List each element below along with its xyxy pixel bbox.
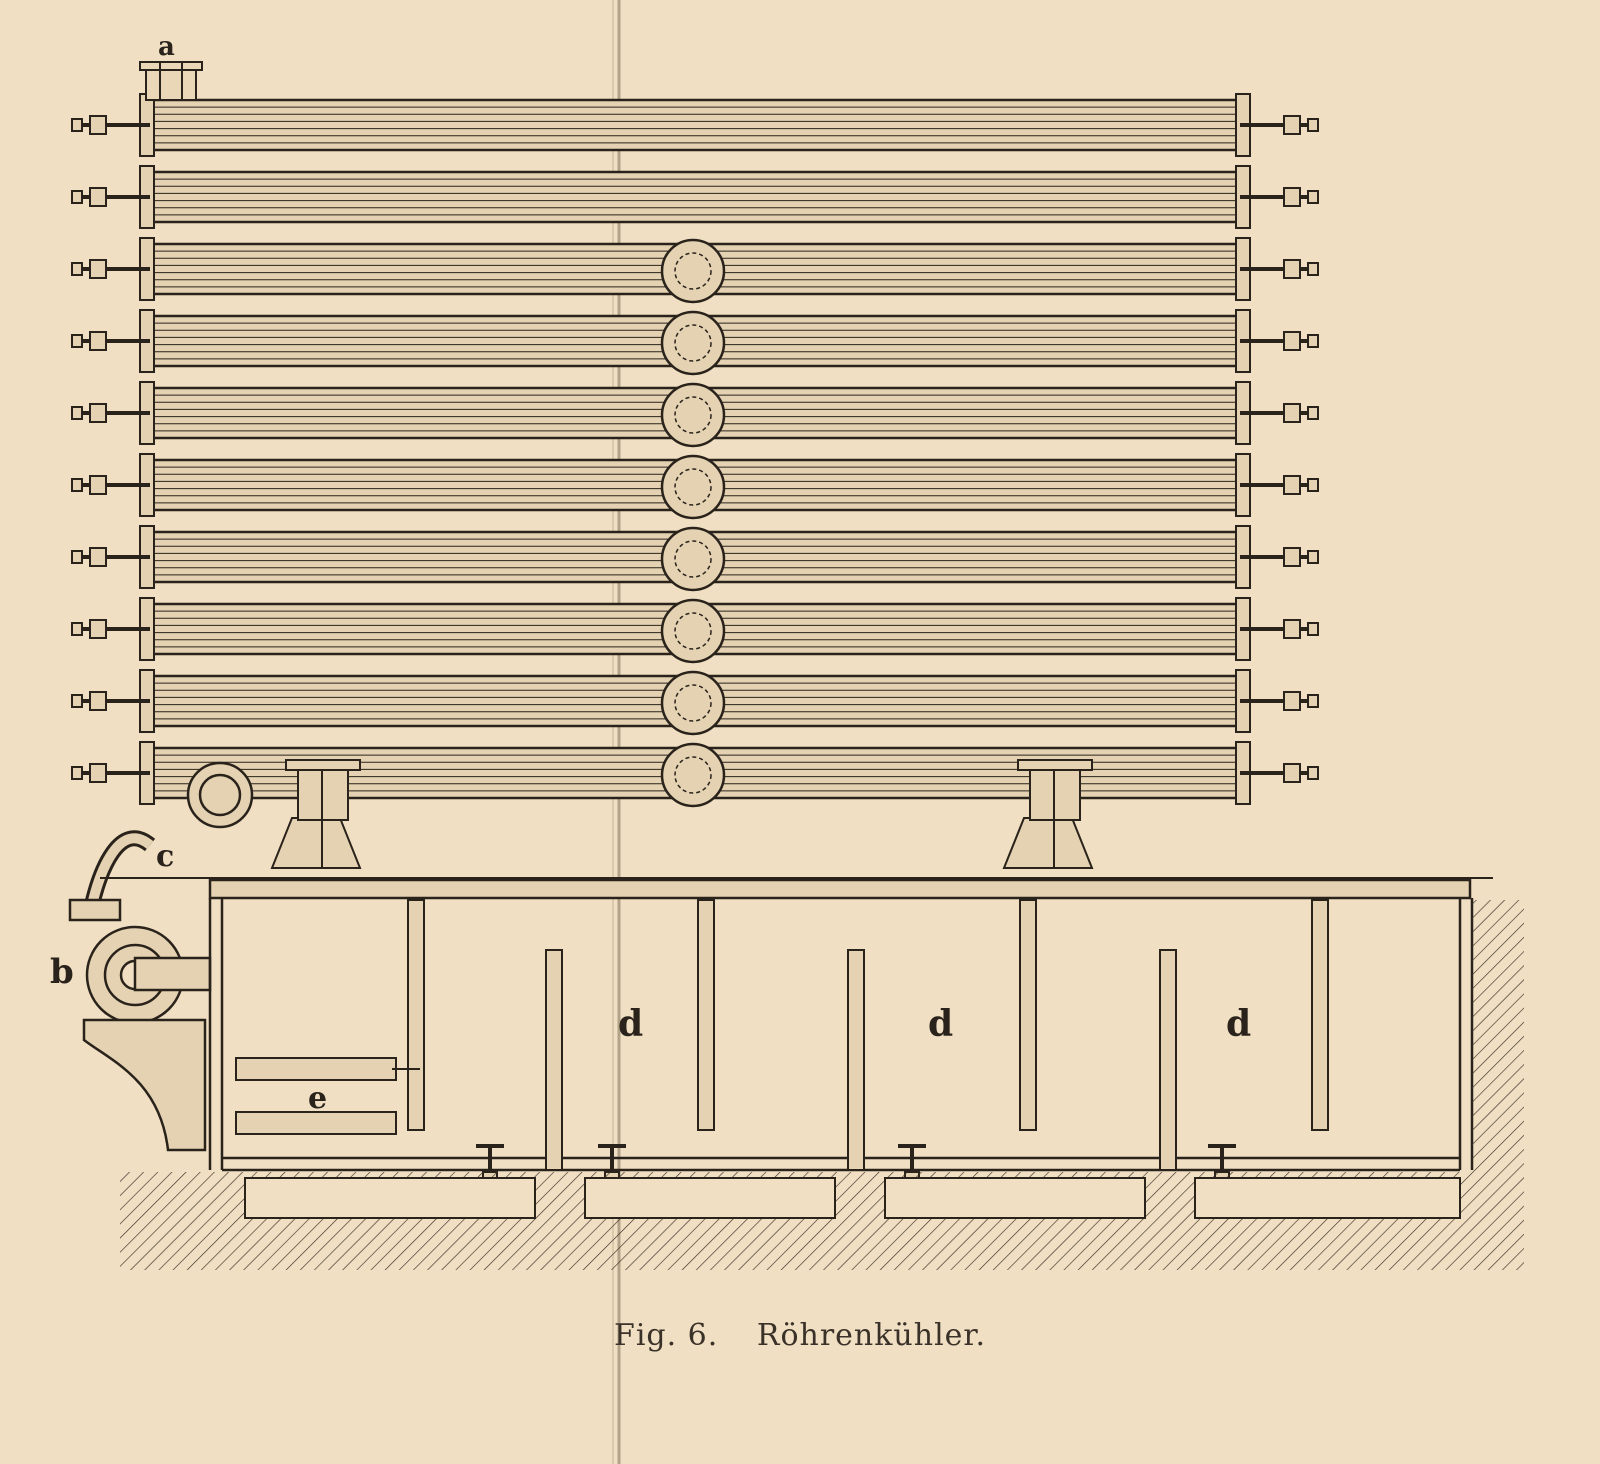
bolt-head xyxy=(71,406,83,420)
tube-support-left xyxy=(270,759,362,869)
bolt-head xyxy=(71,550,83,564)
figure-caption: Fig. 6. Röhrenkühler. xyxy=(0,1318,1600,1353)
bolt-nut xyxy=(89,331,107,351)
label-e: e xyxy=(308,1081,328,1116)
bolt-nut xyxy=(1283,187,1301,207)
bolt-nut xyxy=(1283,475,1301,495)
bolt-nut xyxy=(1283,547,1301,567)
bolt-head xyxy=(1307,550,1319,564)
flange-ring xyxy=(674,540,712,578)
flange-ring xyxy=(674,252,712,290)
flange-cover xyxy=(660,382,726,448)
bolt-nut xyxy=(89,475,107,495)
flange-ring xyxy=(674,468,712,506)
flange-ring xyxy=(674,756,712,794)
flange-cover xyxy=(660,454,726,520)
bolt-head xyxy=(71,694,83,708)
tank-baffle xyxy=(545,949,563,1171)
flange-ring xyxy=(674,612,712,650)
label-a: a xyxy=(158,32,175,62)
bolt-nut xyxy=(1283,259,1301,279)
bolt-nut xyxy=(89,691,107,711)
bolt-head xyxy=(1307,406,1319,420)
bolt-head xyxy=(71,766,83,780)
flange-cover xyxy=(660,742,726,808)
flange-cover xyxy=(660,526,726,592)
bolt-head xyxy=(1307,478,1319,492)
bolt-head xyxy=(1307,766,1319,780)
bolt-head xyxy=(71,118,83,132)
tank-baffle xyxy=(1019,899,1037,1131)
bolt-head xyxy=(71,478,83,492)
flange-ring xyxy=(674,396,712,434)
cooling-coil-e xyxy=(235,1057,420,1135)
tank-baffle xyxy=(697,899,715,1131)
tube-support-right xyxy=(1002,759,1094,869)
flange-cover xyxy=(660,238,726,304)
tank-baffles xyxy=(407,899,1329,1171)
tank-baffle xyxy=(1311,899,1329,1131)
label-d-1: d xyxy=(618,1003,644,1045)
bolt-head xyxy=(1307,694,1319,708)
bolt-nut xyxy=(89,187,107,207)
bolt-head xyxy=(71,622,83,636)
flange-cover xyxy=(660,310,726,376)
tank-baffle xyxy=(407,899,425,1131)
flange-cover xyxy=(660,598,726,664)
label-c: c xyxy=(156,839,175,874)
bolts-right xyxy=(1240,115,1319,783)
bolt-nut xyxy=(1283,619,1301,639)
bolt-head xyxy=(1307,262,1319,276)
bolt-nut xyxy=(89,259,107,279)
cooling-tank-d xyxy=(208,878,1474,1172)
bolts-left xyxy=(71,115,150,783)
flange-cover xyxy=(660,670,726,736)
label-d-2: d xyxy=(928,1003,954,1045)
pump-b xyxy=(68,761,254,1152)
caption-title: Röhrenkühler. xyxy=(756,1318,986,1353)
bolt-nut xyxy=(1283,115,1301,135)
flange-ring xyxy=(674,324,712,362)
bolt-nut xyxy=(1283,403,1301,423)
bolt-head xyxy=(71,190,83,204)
bolt-nut xyxy=(89,763,107,783)
caption-number: Fig. 6. xyxy=(614,1318,719,1353)
bolt-head xyxy=(1307,190,1319,204)
tank-baffle xyxy=(847,949,865,1171)
tank-baffle xyxy=(1159,949,1177,1171)
foundation-hatching xyxy=(120,900,1524,1270)
bolt-head xyxy=(1307,622,1319,636)
bolt-nut xyxy=(89,619,107,639)
bolt-nut xyxy=(1283,763,1301,783)
label-d-3: d xyxy=(1226,1003,1252,1045)
bolt-nut xyxy=(89,115,107,135)
bolt-nut xyxy=(89,547,107,567)
bolt-nut xyxy=(1283,331,1301,351)
bolt-nut xyxy=(89,403,107,423)
tube-flanges xyxy=(660,238,726,808)
inlet-pipe-a xyxy=(139,61,203,101)
flange-ring xyxy=(674,684,712,722)
label-b: b xyxy=(50,952,74,992)
bolt-nut xyxy=(1283,691,1301,711)
bolt-head xyxy=(71,334,83,348)
bolt-head xyxy=(1307,118,1319,132)
bolt-head xyxy=(1307,334,1319,348)
bolt-head xyxy=(71,262,83,276)
